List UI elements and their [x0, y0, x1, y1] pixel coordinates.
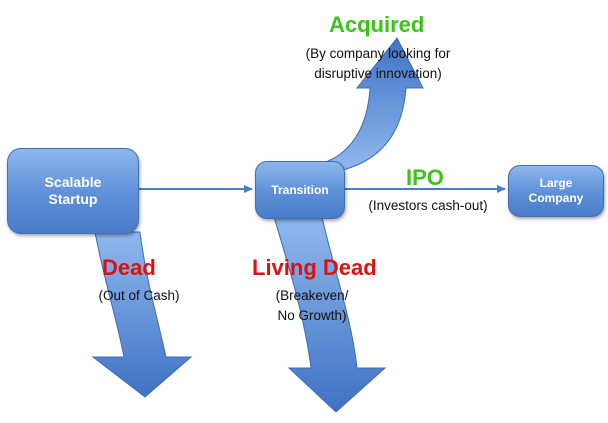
- transition-label: Transition: [271, 182, 329, 197]
- ipo-note: (Investors cash-out): [368, 198, 488, 213]
- living-dead-title: Living Dead: [252, 255, 377, 280]
- scalable-startup-node: Scalable Startup: [7, 148, 139, 234]
- dead-note: (Out of Cash): [98, 288, 180, 303]
- large-company-node: Large Company: [508, 165, 604, 217]
- living-dead-arrow: [273, 216, 387, 413]
- dead-title: Dead: [102, 255, 156, 280]
- acquired-note: (By company looking for disruptive innov…: [305, 46, 451, 81]
- scalable-startup-label: Scalable Startup: [44, 173, 102, 208]
- ipo-title: IPO: [406, 165, 444, 190]
- dead-arrow: [91, 231, 193, 398]
- acquired-title: Acquired: [329, 12, 425, 37]
- living-dead-note: (Breakeven/ No Growth): [275, 288, 349, 323]
- large-company-label: Large Company: [528, 176, 584, 205]
- transition-node: Transition: [255, 161, 345, 219]
- acquired-arrow: [324, 37, 424, 171]
